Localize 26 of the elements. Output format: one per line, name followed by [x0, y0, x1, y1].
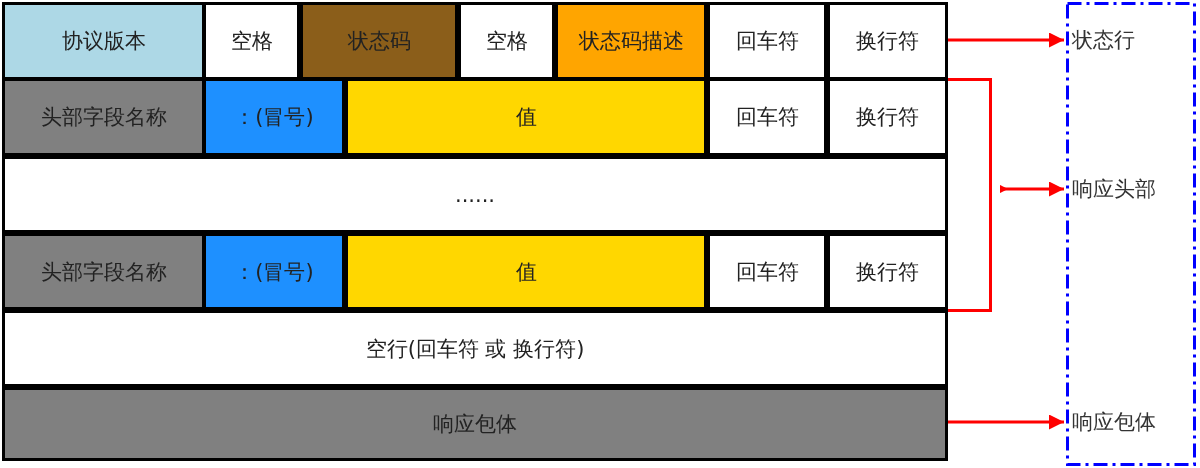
space-cell: 空格: [203, 2, 300, 80]
status-code-cell: 状态码: [300, 2, 458, 80]
body-row: 响应包体: [2, 387, 948, 461]
line-feed-cell: 换行符: [827, 2, 948, 80]
carriage-return-cell: 回车符: [707, 2, 827, 80]
headers-label: 响应头部: [1072, 167, 1156, 211]
status-text-cell: 状态码描述: [555, 2, 707, 80]
value-cell: 值: [345, 233, 707, 310]
blank-line-row: 空行(回车符 或 换行符): [2, 310, 948, 387]
protocol-version-cell: 协议版本: [2, 2, 205, 80]
body-label: 响应包体: [1072, 400, 1156, 444]
arrow: [1000, 181, 1064, 197]
line-feed-cell: 换行符: [827, 233, 948, 310]
value-cell: 值: [345, 78, 707, 156]
carriage-return-cell: 回车符: [707, 78, 827, 156]
colon-cell: ：(冒号): [203, 78, 345, 156]
status-line-label: 状态行: [1072, 20, 1135, 60]
colon-cell: ：(冒号): [203, 233, 345, 310]
line-feed-cell: 换行符: [827, 78, 948, 156]
header-name-cell: 头部字段名称: [2, 233, 205, 310]
space-cell: 空格: [458, 2, 555, 80]
arrow: [948, 32, 1064, 48]
ellipsis-row: ......: [2, 156, 948, 233]
header-name-cell: 头部字段名称: [2, 78, 205, 156]
arrow: [948, 414, 1064, 430]
carriage-return-cell: 回车符: [707, 233, 827, 310]
